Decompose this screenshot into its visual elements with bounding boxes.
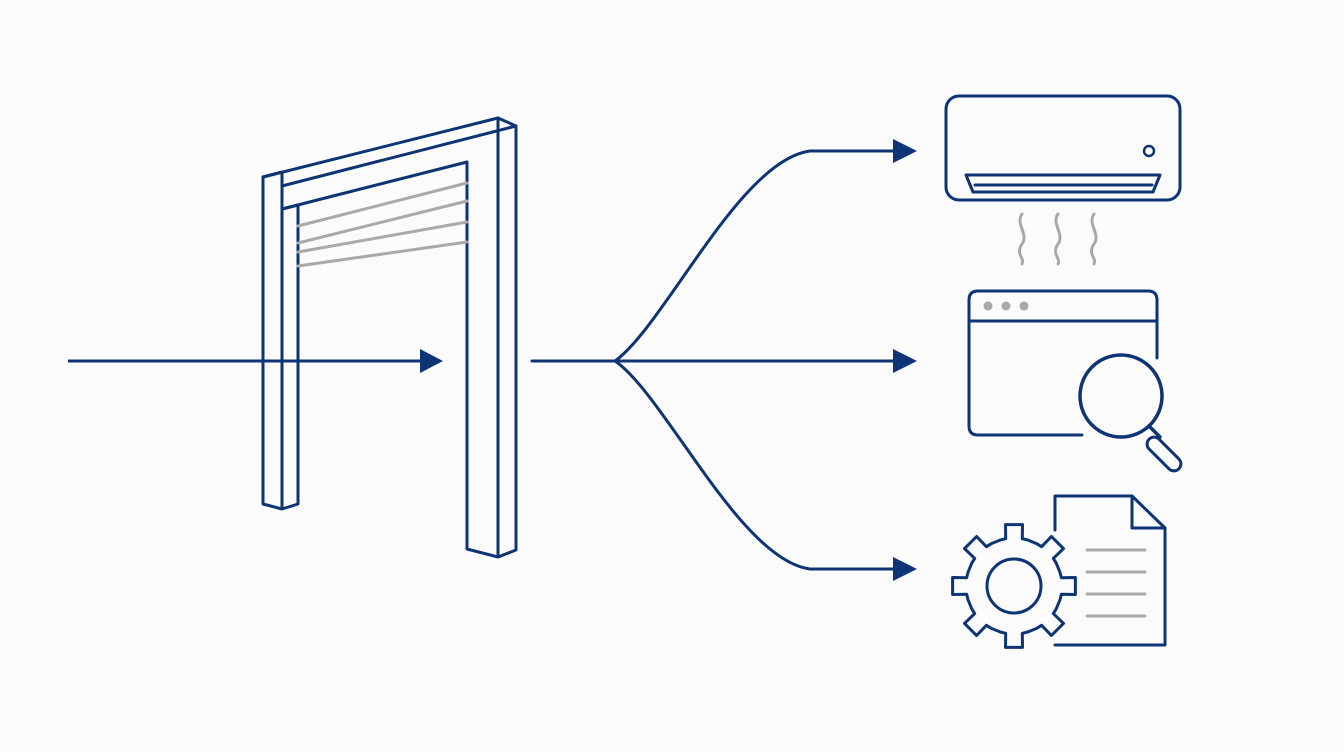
browser-search-icon [967, 289, 1183, 473]
arrowhead-bottom [893, 557, 917, 581]
door-frame-icon [261, 116, 518, 559]
air-conditioner-icon [944, 94, 1182, 266]
gear-document-icon [951, 494, 1167, 649]
branch-arrow-top [530, 149, 897, 363]
gear-icon [951, 523, 1077, 649]
document-lines [1085, 548, 1147, 618]
door-top-beam [261, 116, 518, 211]
door-right-post [465, 116, 518, 559]
door-left-post [261, 170, 300, 511]
door-shutter-slats [296, 181, 469, 268]
incoming-arrow [68, 349, 443, 373]
document-outline [1053, 494, 1167, 647]
branch-arrows [530, 139, 917, 581]
arrowhead-top [893, 139, 917, 163]
magnifier-icon [1078, 353, 1183, 473]
arrowhead-middle [893, 349, 917, 373]
branch-arrow-bottom [613, 359, 897, 571]
airflow-waves [1017, 212, 1098, 266]
